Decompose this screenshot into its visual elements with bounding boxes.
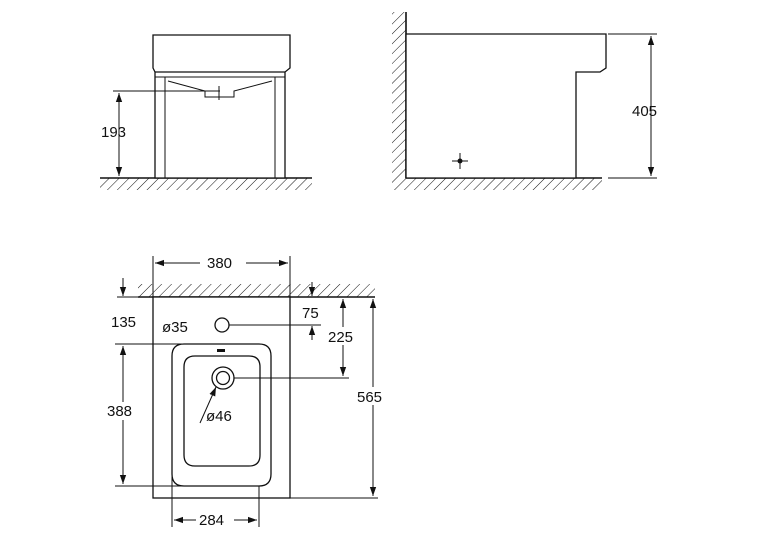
front-bidet-outline (152, 34, 291, 179)
front-view: 193 (100, 34, 312, 190)
top-inlet-offset-label: 135 (111, 314, 136, 331)
top-width-label: 380 (207, 255, 232, 272)
top-284-label-bg (196, 510, 234, 528)
top-wall-hatch (138, 284, 375, 297)
top-outlet-inner (215, 370, 231, 386)
top-depth-label: 565 (357, 389, 382, 406)
top-outlet-diameter-leader (199, 386, 217, 424)
top-overflow-slot (217, 349, 225, 352)
top-view: 380 135 ø35 75 225 565 388 ø46 284 (106, 255, 390, 529)
top-inlet-diameter-label: ø35 (162, 319, 188, 336)
top-bowl-length-label: 388 (107, 403, 132, 420)
top-225-label-bg (326, 327, 360, 345)
top-outlet-from-wall-label: 225 (328, 329, 353, 346)
side-view: 405 (392, 12, 657, 190)
top-565-label-bg (356, 387, 390, 405)
side-bidet-outline (405, 33, 607, 179)
top-tap-hole (214, 317, 230, 333)
top-inlet-from-wall-label: 75 (302, 305, 319, 322)
top-bowl-width-label: 284 (199, 512, 224, 529)
front-floor-hatch (100, 178, 312, 190)
side-height-label: 405 (632, 103, 657, 120)
top-bowl-inner (183, 355, 261, 467)
top-388-label-bg (106, 402, 140, 420)
top-outlet-outer (211, 366, 235, 390)
side-floor-hatch (406, 178, 602, 190)
side-fixing-point (457, 158, 463, 164)
side-wall-hatch (392, 12, 406, 190)
top-outlet-diameter-label: ø46 (206, 408, 232, 425)
front-height-label: 193 (101, 124, 126, 141)
